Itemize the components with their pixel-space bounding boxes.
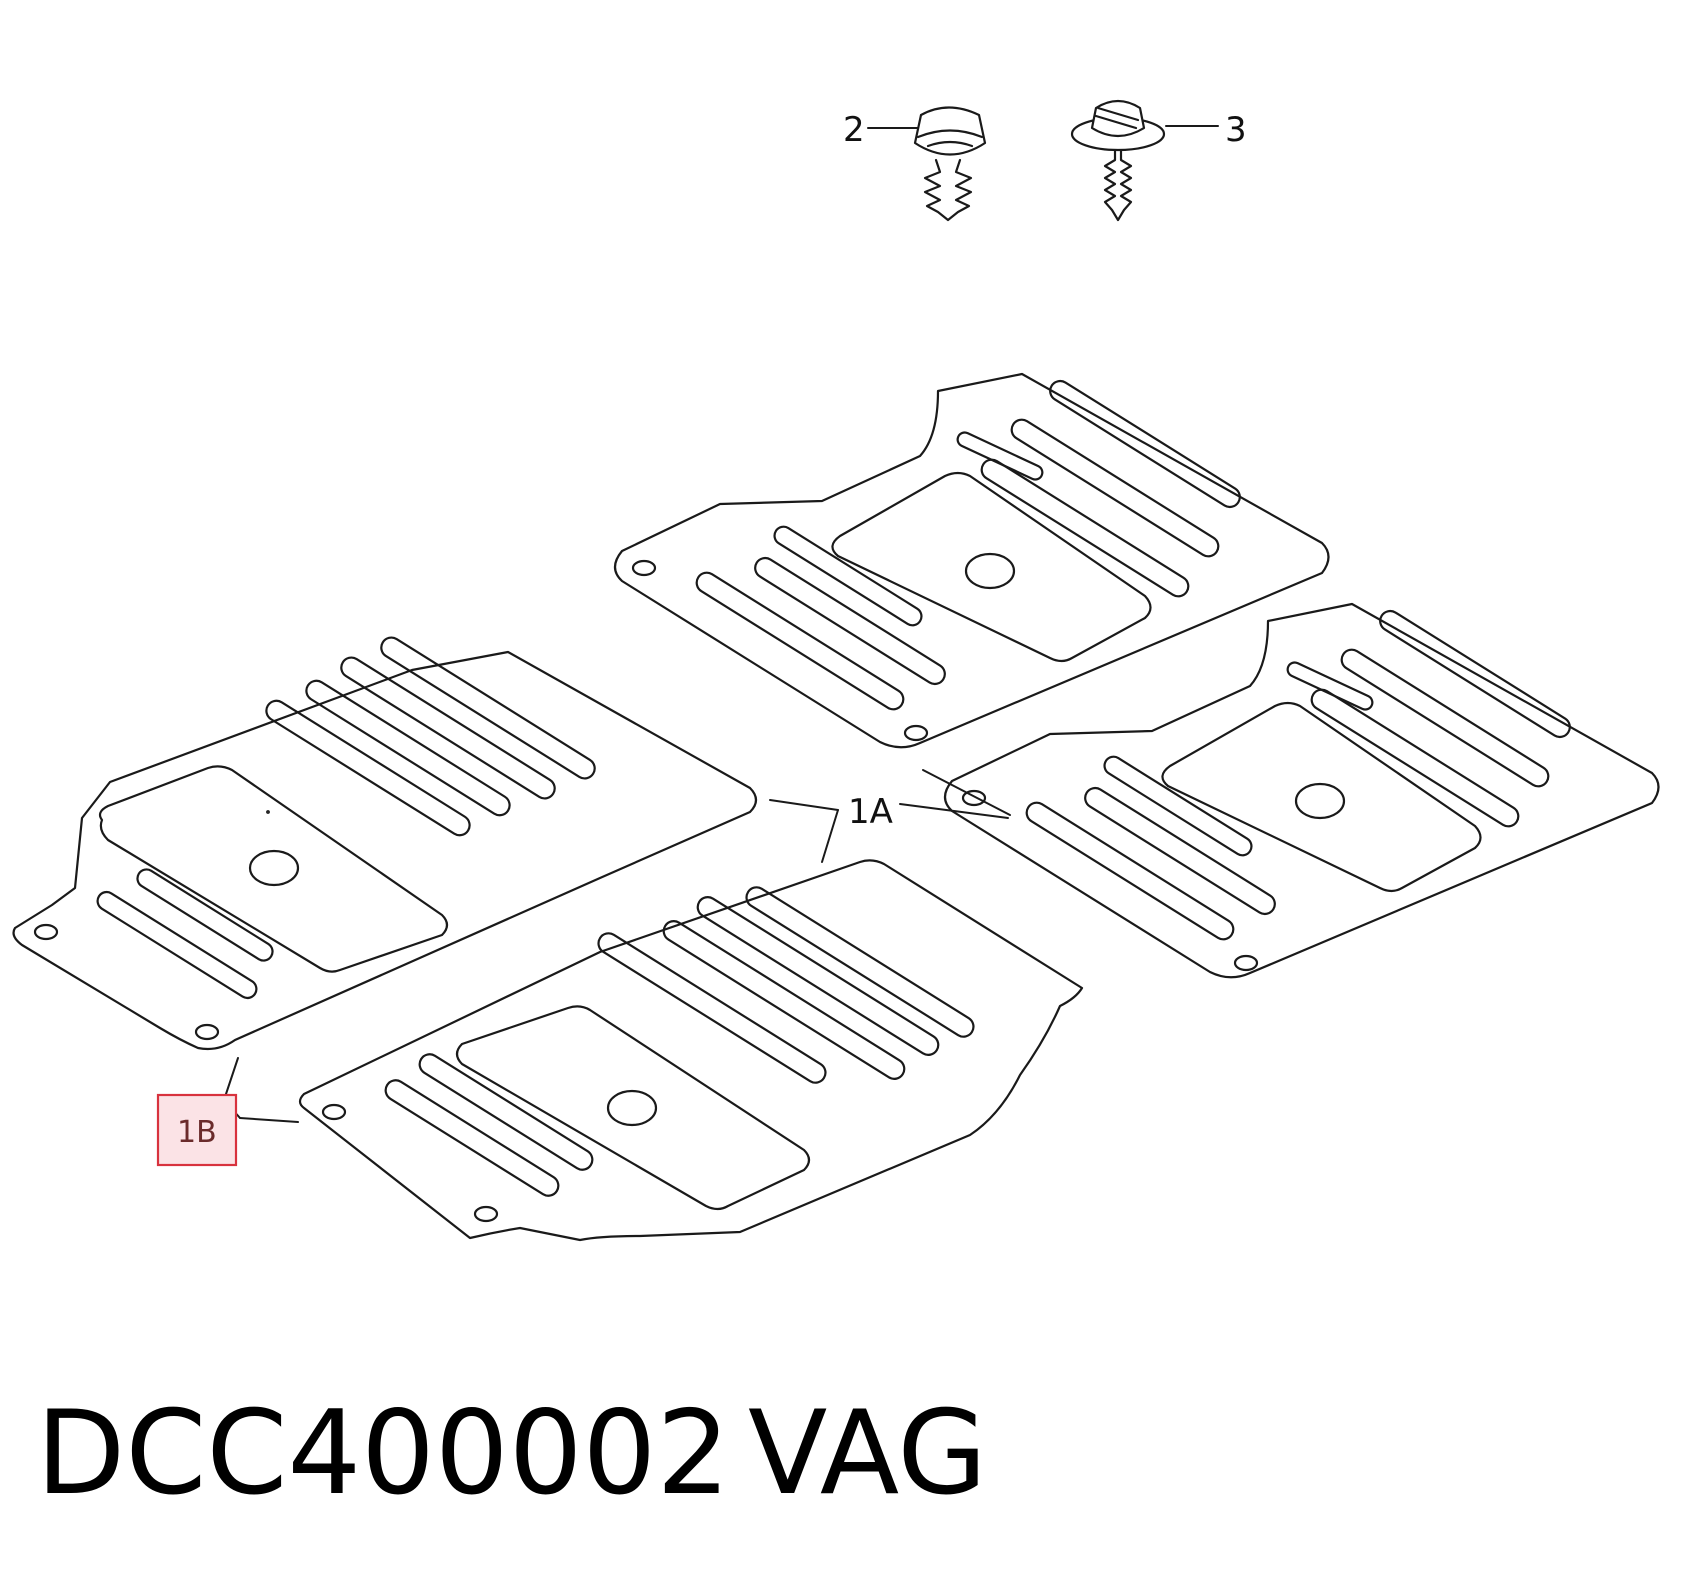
highlight-box-1b[interactable] (156, 1093, 238, 1167)
callout-2: 2 (843, 110, 865, 150)
screw-3-icon (1070, 99, 1166, 222)
screw-2-icon (913, 106, 987, 222)
brand-name: VAG (748, 1386, 987, 1521)
callout-1b: 1B (177, 1115, 217, 1150)
callout-3: 3 (1225, 110, 1247, 150)
part-code: DCC400002 (36, 1386, 730, 1521)
floor-mat-1b-front-left (12, 636, 758, 1051)
floor-mat-1b-front-right (298, 859, 1084, 1242)
callout-1a: 1A (848, 792, 893, 832)
leader-lines-1a (769, 769, 1011, 863)
floor-mat-1a-rear-left (613, 372, 1330, 749)
floor-mat-1a-rear-right (943, 602, 1660, 979)
